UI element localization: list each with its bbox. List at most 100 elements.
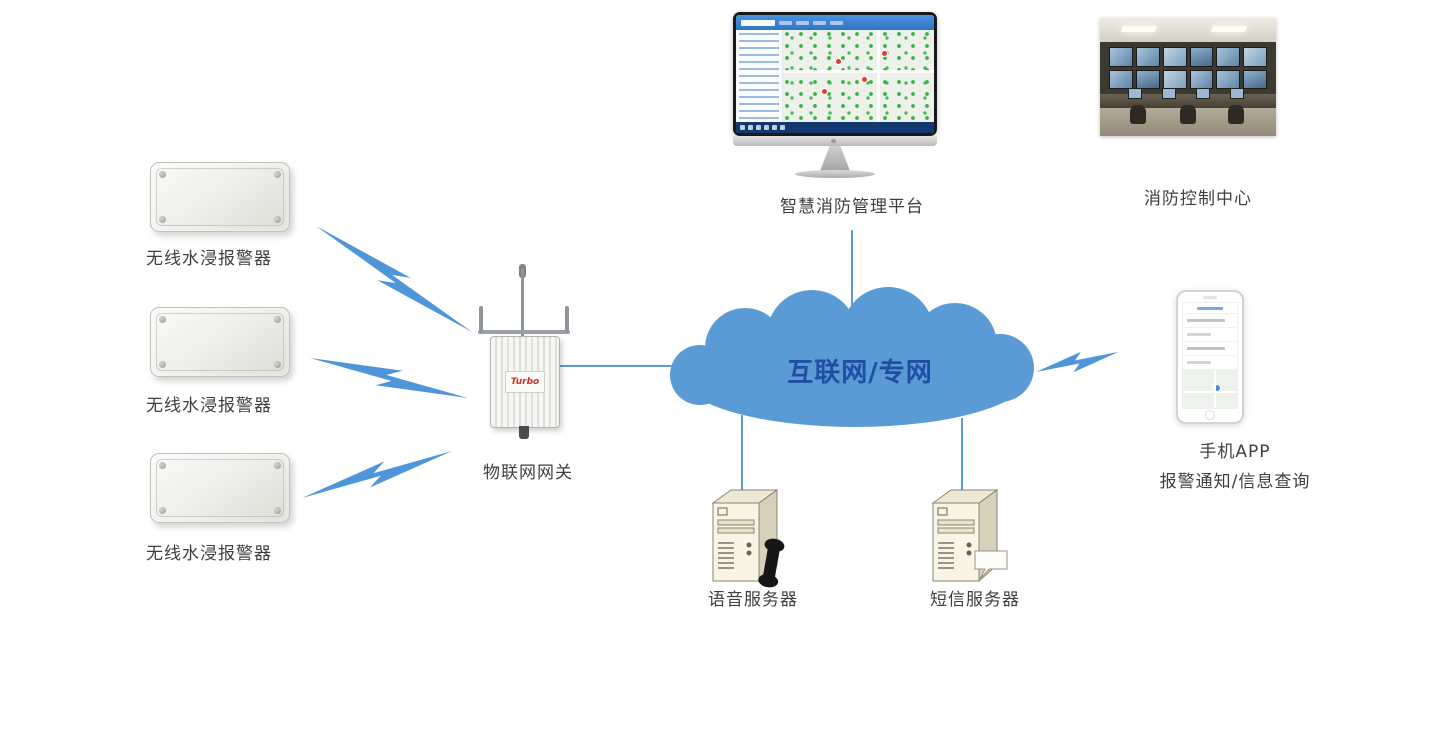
gateway-connector-stub xyxy=(519,426,529,439)
cloud-label: 互联网/专网 xyxy=(787,358,933,388)
wall-screen xyxy=(1162,69,1187,89)
gateway-label-plate: Turbo xyxy=(505,371,545,393)
map-pin xyxy=(1212,384,1221,393)
ceiling-light xyxy=(1210,26,1248,32)
menu-block xyxy=(779,20,792,25)
taskbar-icon xyxy=(780,125,785,130)
phone-speaker xyxy=(1203,296,1217,299)
app-list-row xyxy=(1183,342,1237,356)
screw-icon xyxy=(159,171,166,178)
wall-screen xyxy=(1135,47,1160,67)
phone-device xyxy=(1176,290,1244,424)
desk-monitor xyxy=(1128,88,1142,99)
taskbar-icon xyxy=(740,125,745,130)
platform-monitor xyxy=(733,12,937,180)
text-line xyxy=(1187,319,1225,322)
app-list-row xyxy=(1183,314,1237,328)
wall-screen xyxy=(1243,47,1267,67)
alarm-marker xyxy=(835,58,842,65)
water-sensor-label-2: 无线水浸报警器 xyxy=(146,396,272,416)
water-sensor-device-2 xyxy=(150,307,290,377)
screw-icon xyxy=(274,316,281,323)
monitor-stand xyxy=(820,146,850,171)
map-road xyxy=(783,70,934,74)
voice-server-device xyxy=(705,485,791,597)
app-list-row xyxy=(1183,356,1237,370)
control-center-photo xyxy=(1100,18,1276,136)
control-room-floor xyxy=(1100,105,1276,136)
gateway-label: 物联网网关 xyxy=(483,463,573,483)
platform-ui-header xyxy=(736,15,934,30)
screw-icon xyxy=(159,316,166,323)
desk-monitor xyxy=(1230,88,1244,99)
monitor-logo-dot xyxy=(831,139,836,143)
antenna-mast xyxy=(521,268,524,340)
phone-home-button xyxy=(1205,410,1215,420)
screw-icon xyxy=(159,507,166,514)
taskbar-icon xyxy=(764,125,769,130)
wall-screen xyxy=(1216,47,1241,67)
water-sensor-device-3 xyxy=(150,453,290,523)
alarm-marker xyxy=(821,88,828,95)
screw-icon xyxy=(159,361,166,368)
platform-logo xyxy=(741,19,775,26)
screw-icon xyxy=(159,462,166,469)
wall-screen xyxy=(1216,69,1241,89)
chair xyxy=(1180,105,1196,124)
gateway-brand: Turbo xyxy=(510,377,540,387)
taskbar-icon xyxy=(756,125,761,130)
water-sensor-label-1: 无线水浸报警器 xyxy=(146,249,272,269)
wall-screen xyxy=(1189,47,1214,67)
water-sensor-device-1 xyxy=(150,162,290,232)
wall-screen xyxy=(1135,69,1160,89)
platform-ui-body xyxy=(736,30,934,122)
wall-screen xyxy=(1162,47,1187,67)
alarm-marker xyxy=(881,50,888,57)
text-line xyxy=(1187,333,1212,336)
mounting-crossbar xyxy=(478,330,570,334)
wall-screen xyxy=(1243,69,1267,89)
chair xyxy=(1228,105,1244,124)
ceiling-light xyxy=(1120,26,1158,32)
control-desk xyxy=(1100,88,1276,108)
server-tower-graphic xyxy=(931,489,1008,583)
app-map-preview xyxy=(1183,370,1237,408)
taskbar-icon xyxy=(772,125,777,130)
antenna-rod-left xyxy=(479,306,483,333)
chair xyxy=(1130,105,1146,124)
bolt-sensor2-gateway xyxy=(310,358,469,398)
text-line xyxy=(1187,361,1212,364)
telephone-handset-icon xyxy=(758,538,785,588)
platform-taskbar xyxy=(736,122,934,133)
message-bubble-icon xyxy=(974,550,1008,580)
desk-monitor xyxy=(1196,88,1210,99)
monitor-base xyxy=(795,170,875,178)
water-sensor-label-3: 无线水浸报警器 xyxy=(146,544,272,564)
platform-sidebar xyxy=(736,30,783,122)
wall-screen xyxy=(1189,69,1214,89)
app-list-row xyxy=(1183,328,1237,342)
antenna-rod-right xyxy=(565,306,569,333)
screw-icon xyxy=(274,171,281,178)
screw-icon xyxy=(274,361,281,368)
voice-server-label: 语音服务器 xyxy=(708,590,798,610)
menu-block xyxy=(796,20,809,25)
phone-label-line2: 报警通知/信息查询 xyxy=(1159,472,1311,492)
menu-block xyxy=(830,20,843,25)
platform-label: 智慧消防管理平台 xyxy=(780,197,924,217)
sidebar-tree-lines xyxy=(739,33,779,119)
map-road xyxy=(876,30,880,122)
monitor-chin xyxy=(733,136,937,146)
sms-server-label: 短信服务器 xyxy=(930,590,1020,610)
wall-screen xyxy=(1109,69,1133,89)
wall-screen xyxy=(1109,47,1133,67)
control-center-label: 消防控制中心 xyxy=(1144,189,1252,209)
video-wall xyxy=(1100,42,1276,94)
control-room-ceiling xyxy=(1100,18,1276,42)
menu-block xyxy=(813,20,826,25)
server-tower-graphic xyxy=(711,489,785,588)
screw-icon xyxy=(274,216,281,223)
cloud-shape xyxy=(670,287,1034,427)
